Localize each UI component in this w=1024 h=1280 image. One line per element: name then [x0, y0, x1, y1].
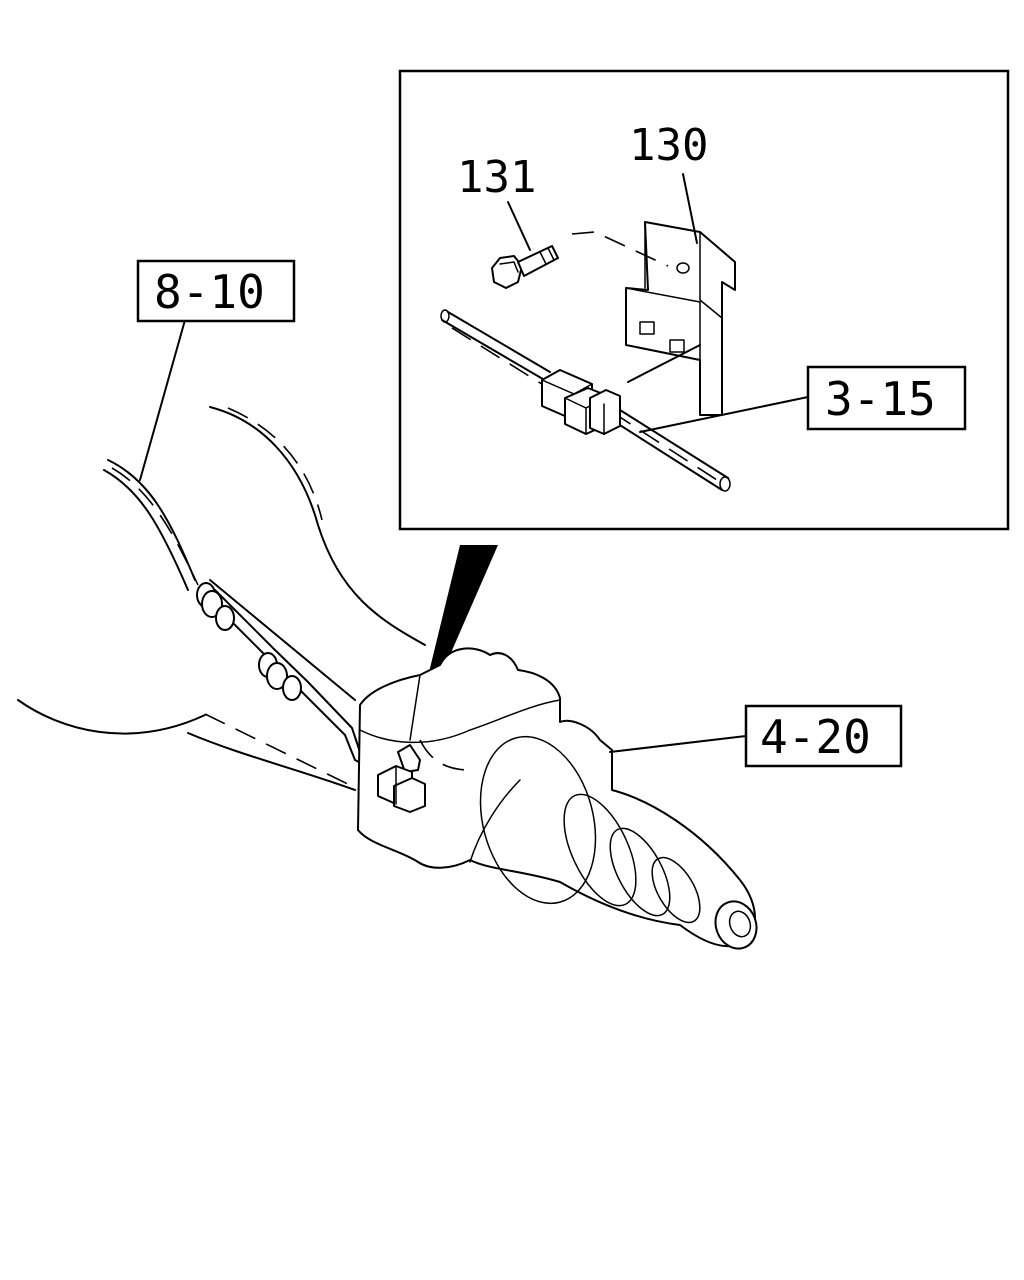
cable-clamp-2	[258, 652, 302, 701]
detail-inset: 130 131 3-15	[398, 69, 1010, 531]
transmission-assembly	[17, 406, 758, 950]
bolt-131	[491, 245, 559, 289]
inset-clip	[541, 369, 621, 435]
reference-label-4-20: 4-20	[760, 710, 871, 764]
reference-box-4-20: 4-20	[744, 704, 903, 768]
cable-clamp-1	[196, 582, 235, 631]
part-number-130: 130	[629, 120, 708, 171]
bracket-130	[625, 221, 736, 416]
inset-pipe	[440, 309, 731, 492]
part-number-131: 131	[457, 152, 536, 203]
reference-box-8-10: 8-10	[136, 259, 296, 323]
reference-label-8-10: 8-10	[154, 265, 265, 319]
transmission-clip	[377, 744, 426, 813]
reference-box-3-15: 3-15	[806, 365, 967, 431]
reference-label-3-15: 3-15	[825, 372, 936, 426]
